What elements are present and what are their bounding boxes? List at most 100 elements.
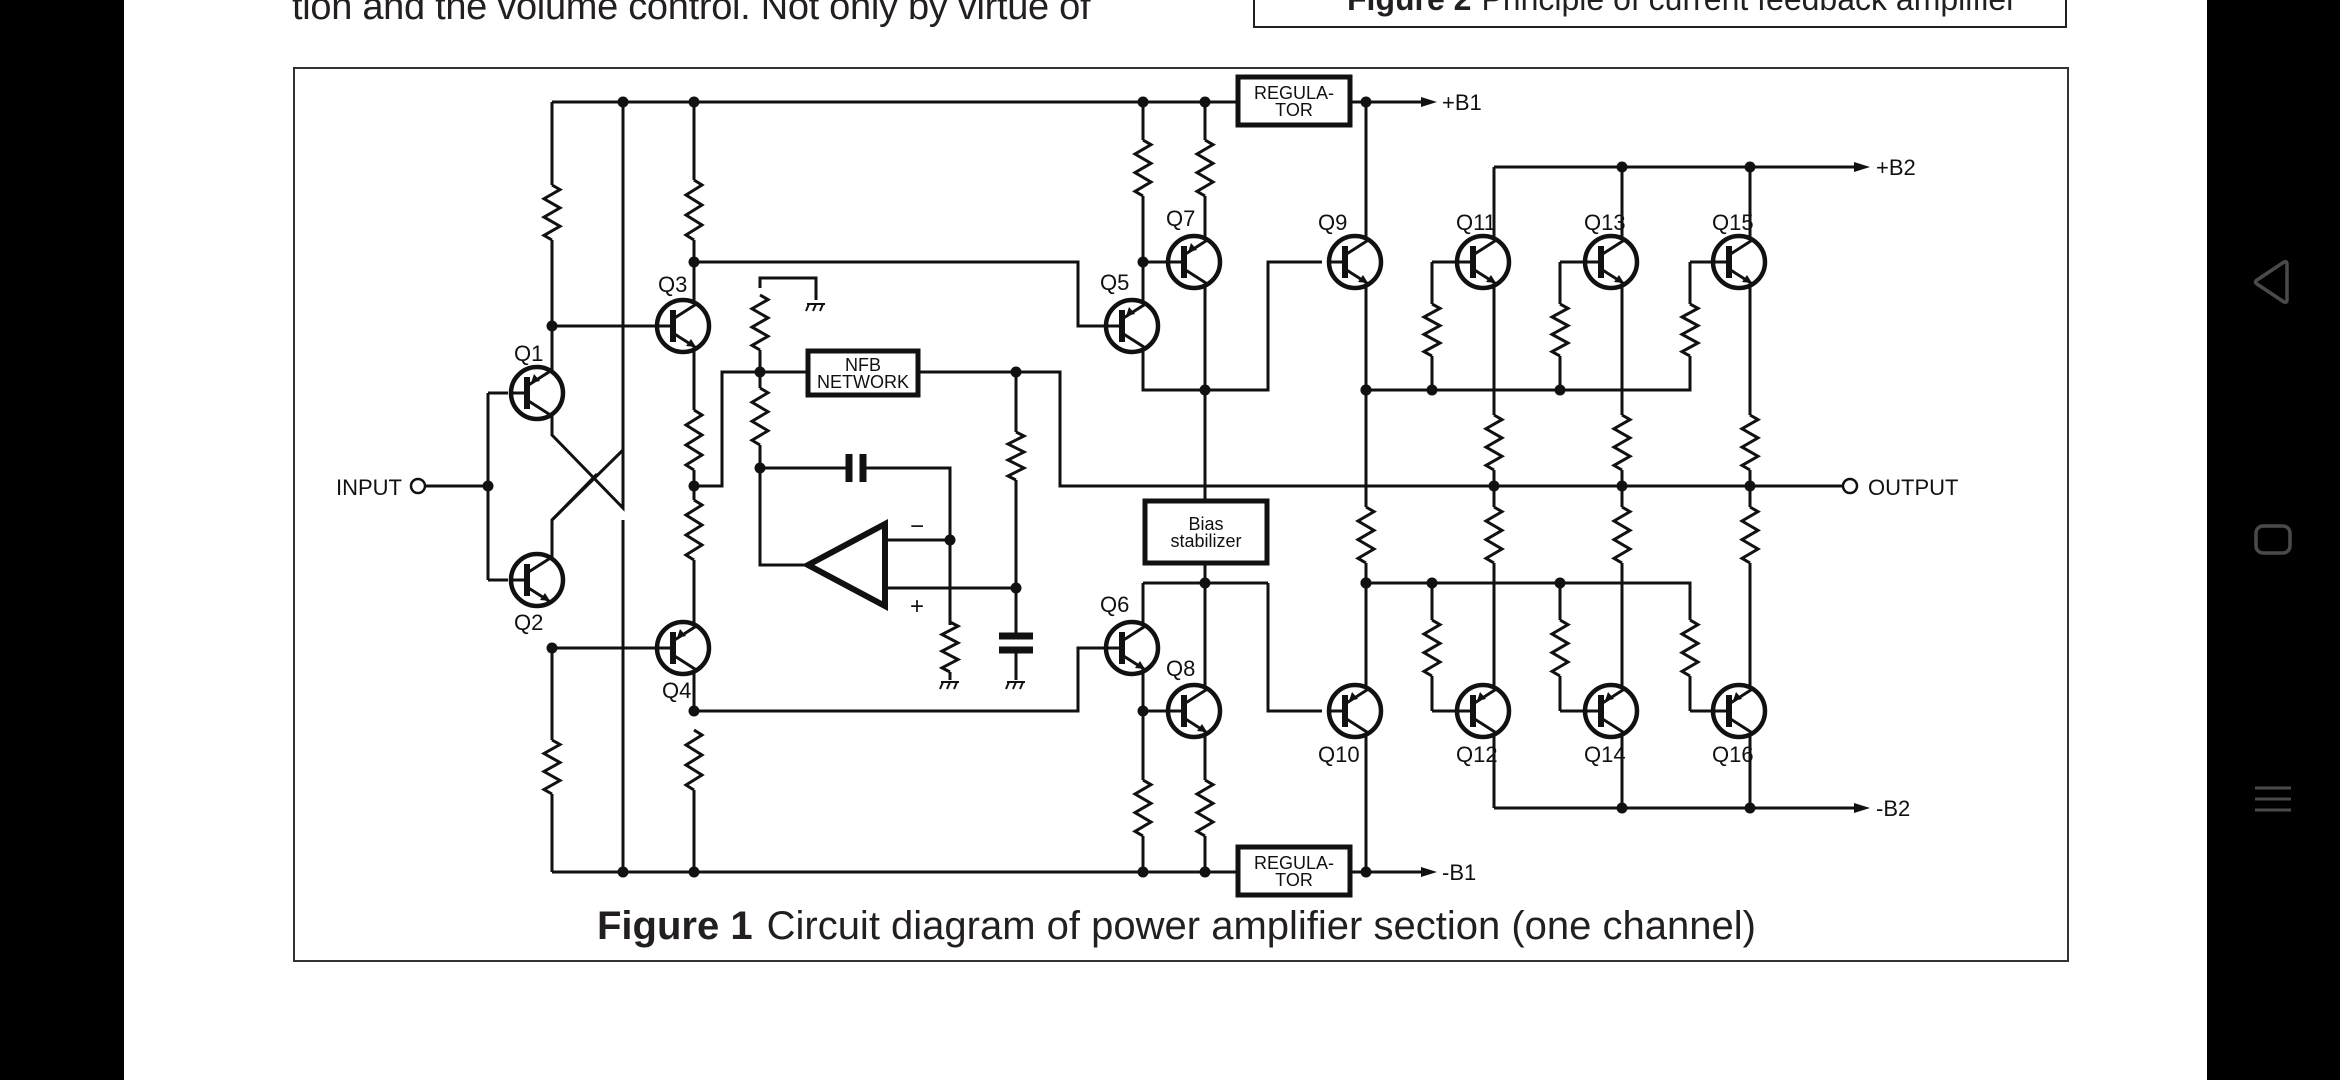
wire xyxy=(694,646,1113,713)
transistor-lower-leg xyxy=(1121,331,1148,351)
resistor xyxy=(749,386,771,447)
capacitor xyxy=(999,632,1033,654)
resistor xyxy=(540,738,564,796)
opamp-plus-label: + xyxy=(910,593,924,620)
emitter-arrow xyxy=(1358,275,1368,283)
figure-1-title: Circuit diagram of power amplifier secti… xyxy=(766,904,1756,948)
resistor xyxy=(683,408,705,472)
resistor xyxy=(1355,505,1377,565)
resistor xyxy=(1194,138,1216,198)
arrow-icon xyxy=(1854,803,1870,813)
transistor-upper-leg xyxy=(1344,237,1371,257)
output-terminal xyxy=(1841,477,1859,495)
rail-label-neg-b1: -B1 xyxy=(1442,860,1476,885)
resistor xyxy=(1678,302,1702,358)
junction-dot xyxy=(754,366,766,378)
junction-dot xyxy=(1744,480,1756,492)
wire xyxy=(1366,581,1692,607)
junction-dot xyxy=(1360,384,1372,396)
junction-dot xyxy=(1744,802,1756,814)
junction-dot xyxy=(1137,705,1149,717)
transistor-upper-leg xyxy=(1183,237,1210,257)
back-button[interactable] xyxy=(2240,249,2306,315)
emitter-arrow xyxy=(1126,307,1135,316)
junction-dot xyxy=(617,866,629,878)
resistor xyxy=(1548,302,1572,358)
transistor-upper-leg xyxy=(526,368,553,388)
resistor xyxy=(1132,138,1154,198)
resistor xyxy=(1004,430,1028,482)
home-button[interactable] xyxy=(2240,507,2306,573)
resistor xyxy=(1483,505,1505,565)
junction-dot xyxy=(1554,384,1566,396)
junction-dot xyxy=(1137,866,1149,878)
transistor-label: Q5 xyxy=(1100,270,1129,295)
resistor xyxy=(540,183,564,242)
transistor-upper-leg xyxy=(672,301,699,321)
opamp-minus-label: − xyxy=(910,513,924,540)
transistor-label: Q14 xyxy=(1584,742,1626,767)
wire xyxy=(1141,260,1322,392)
figure-2-caption: Figure 2Principle of current feedback am… xyxy=(1347,0,2017,18)
wire xyxy=(865,466,952,540)
recent-apps-button[interactable] xyxy=(2240,767,2306,833)
emitter-arrow xyxy=(1349,692,1358,701)
junction-dot xyxy=(688,256,700,268)
junction-dot xyxy=(1199,866,1211,878)
transistor-upper-leg xyxy=(1183,686,1210,706)
wire xyxy=(694,260,1113,328)
output-label: OUTPUT xyxy=(1868,475,1958,500)
junction-dot xyxy=(1744,161,1756,173)
resistor xyxy=(1420,302,1444,358)
input-terminal xyxy=(409,477,427,495)
nfb-network-box xyxy=(805,348,921,398)
junction-dot xyxy=(1616,161,1628,173)
junction-dot xyxy=(1360,96,1372,108)
resistor xyxy=(1421,618,1443,678)
transistor-lower-leg xyxy=(1600,716,1627,736)
junction-dot xyxy=(754,462,766,474)
bias-stabilizer-box-text: Bias xyxy=(1188,514,1223,534)
transistor-label: Q12 xyxy=(1456,742,1498,767)
wires xyxy=(425,100,1855,874)
transistor-upper-leg xyxy=(1472,686,1499,706)
emitter-arrow xyxy=(1477,692,1486,701)
junction-dot xyxy=(1554,577,1566,589)
junction-dot xyxy=(1010,582,1022,594)
emitter-arrow xyxy=(1742,275,1752,283)
transistor-upper-leg xyxy=(1728,237,1755,257)
regulator-top-box-text: TOR xyxy=(1275,100,1313,120)
regulator-bottom-box-text: TOR xyxy=(1275,870,1313,890)
transistor-upper-leg xyxy=(1728,686,1755,706)
transistor-upper-leg xyxy=(1121,623,1148,643)
junction-dot xyxy=(1426,577,1438,589)
junction-dot xyxy=(546,642,558,654)
ground-icon xyxy=(805,303,825,312)
junction-dot xyxy=(688,705,700,717)
resistor xyxy=(1610,413,1634,472)
emitter-arrow xyxy=(1614,275,1624,283)
body-text-line: tion and the volume control. Not only by… xyxy=(292,0,1091,28)
emitter-arrow xyxy=(1733,692,1742,701)
transistor-lower-leg xyxy=(1344,716,1371,736)
wire xyxy=(550,102,625,512)
capacitor xyxy=(845,454,867,482)
home-icon xyxy=(2254,524,2292,555)
resistor xyxy=(683,498,705,562)
bias-stabilizer-box-text: stabilizer xyxy=(1170,531,1241,551)
junction-dot xyxy=(1426,384,1438,396)
junction-dot xyxy=(1199,577,1211,589)
resistor xyxy=(938,620,962,674)
junction-dot xyxy=(1360,866,1372,878)
resistor xyxy=(748,293,772,352)
components xyxy=(409,74,1870,898)
figure-2-title: Principle of current feedback amplifier xyxy=(1481,0,2016,17)
wire xyxy=(694,370,760,488)
emitter-arrow xyxy=(677,629,686,638)
transistor-label: Q7 xyxy=(1166,206,1195,231)
transistor-upper-leg xyxy=(672,623,699,643)
resistor xyxy=(683,728,705,792)
arrow-icon xyxy=(1421,97,1437,107)
